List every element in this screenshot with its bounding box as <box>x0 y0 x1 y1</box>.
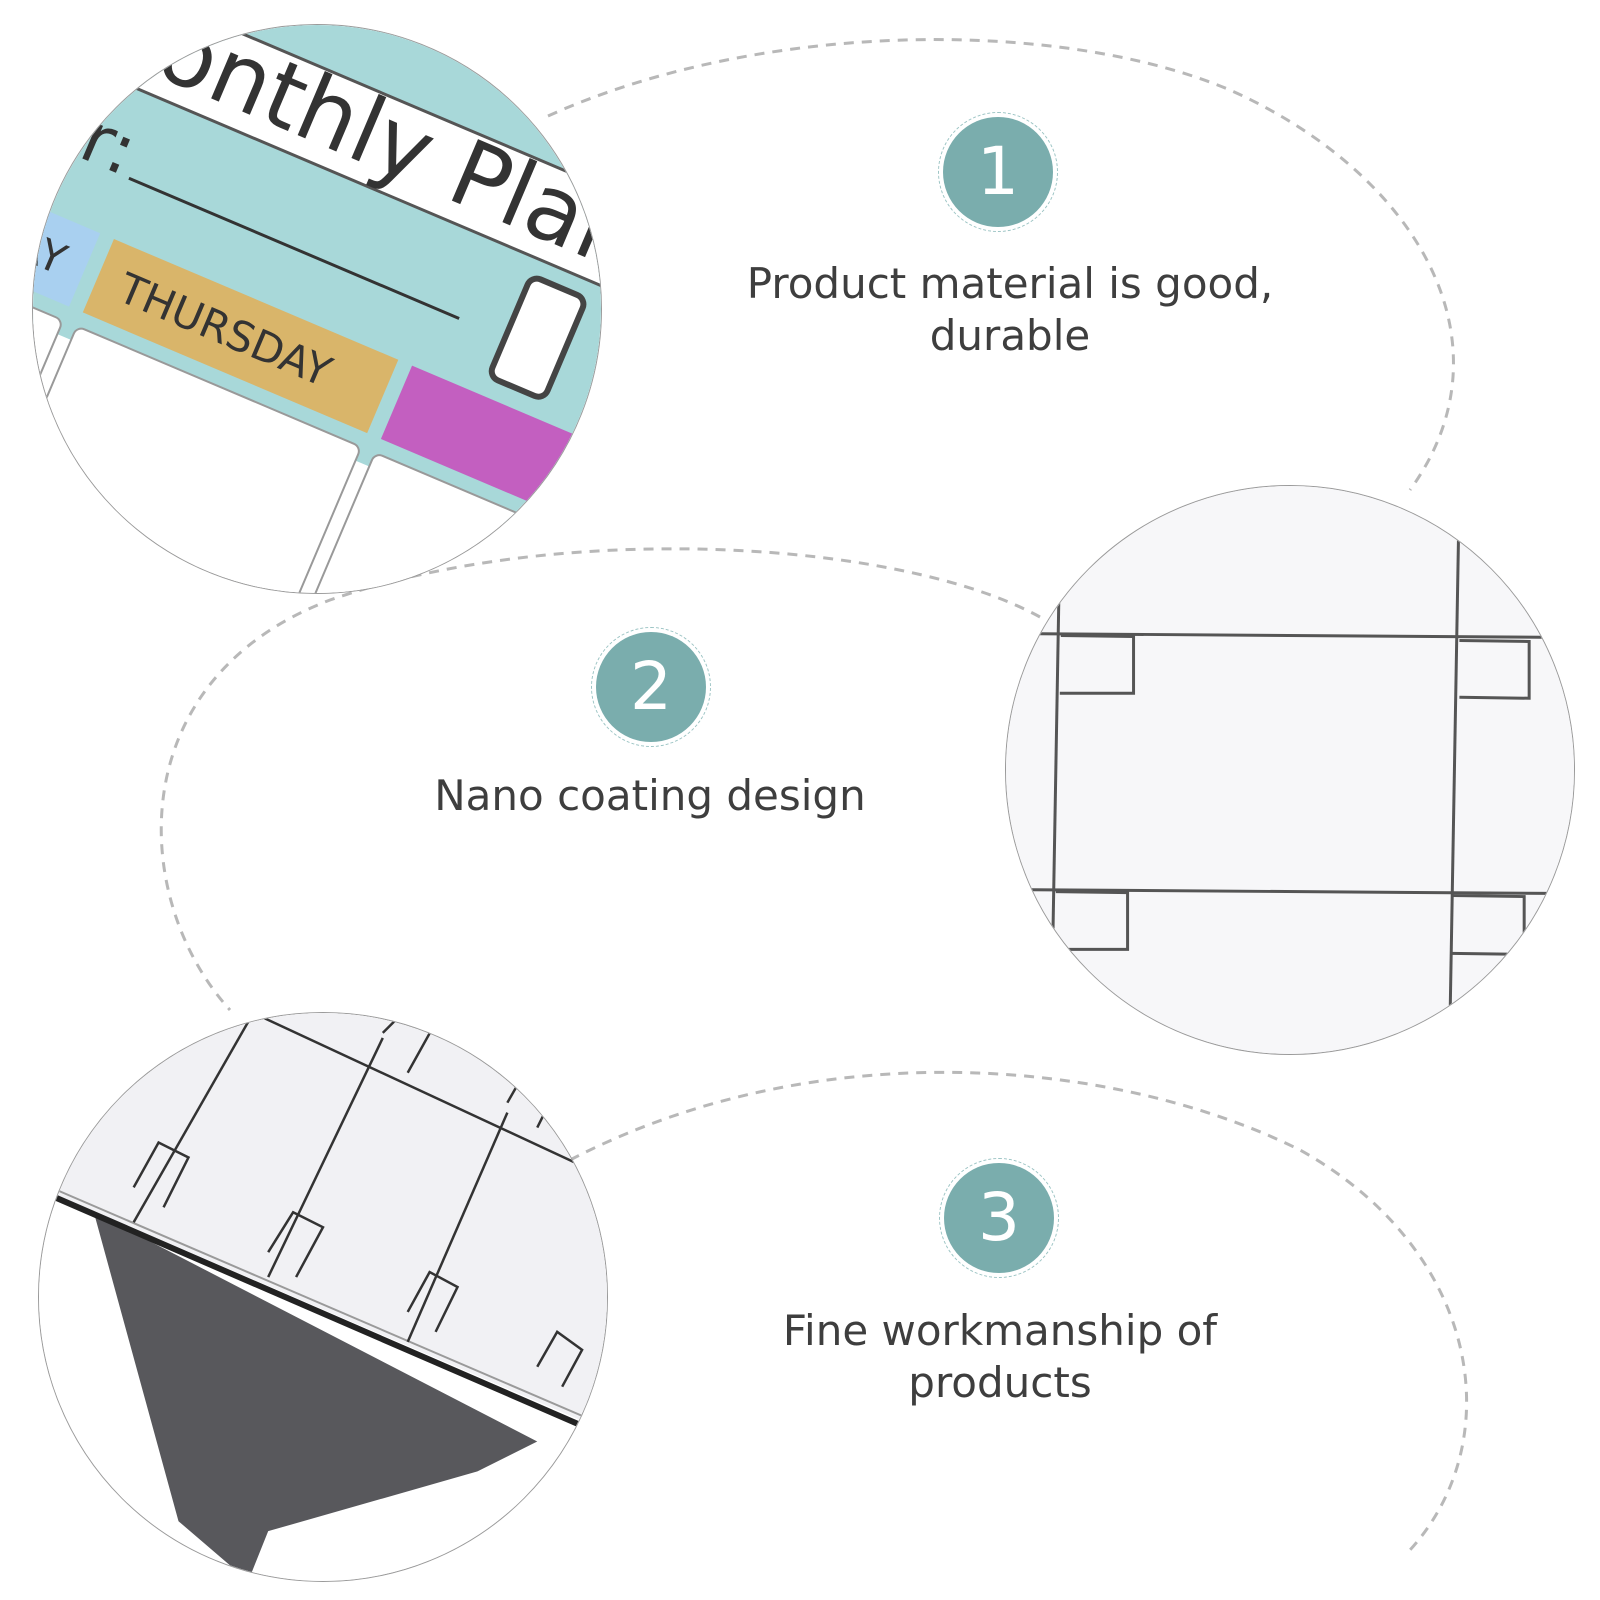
feature-text-3: Fine workmanship of products <box>782 1306 1218 1407</box>
magnetic-edge-illustration <box>39 1013 607 1581</box>
number-badge-icon: 2 <box>591 627 711 747</box>
feature-text-2: Nano coating design <box>434 771 866 820</box>
grid-closeup-photo <box>1005 485 1575 1055</box>
planner-closeup-illustration: onthly Plan ar: DAY THURSDAY <box>33 25 601 593</box>
magnetic-edge-photo <box>38 1012 608 1582</box>
number-badge-icon: 1 <box>938 112 1058 232</box>
feature-text-1: Product material is good, durable <box>746 259 1274 360</box>
grid-closeup-illustration <box>1006 486 1574 1054</box>
number-badge-icon: 3 <box>939 1158 1059 1278</box>
planner-closeup-photo: onthly Plan ar: DAY THURSDAY <box>32 24 602 594</box>
